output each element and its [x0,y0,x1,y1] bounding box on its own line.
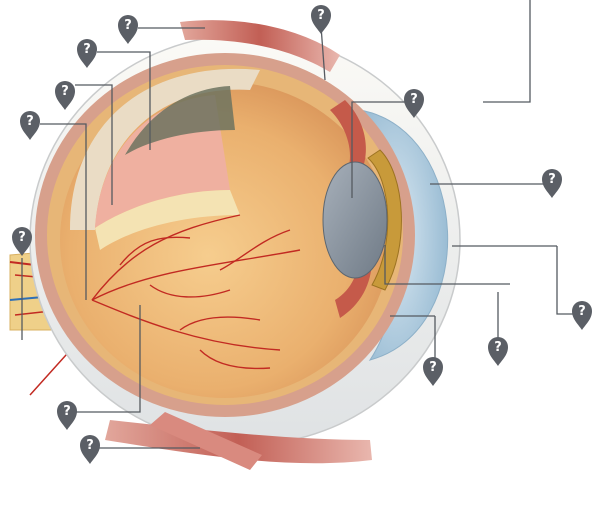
question-mark-glyph: ? [26,114,34,129]
retinal-vessels [91,214,301,370]
question-mark-glyph: ? [317,8,325,23]
question-mark-glyph: ? [83,42,91,57]
question-pin-icon[interactable]: ? [404,89,424,118]
question-pin-icon[interactable]: ? [57,401,77,430]
question-pin-icon[interactable]: ? [20,111,40,140]
question-mark-glyph: ? [410,92,418,107]
map-pin-icon [77,39,97,68]
cutaway-retina-layer [95,190,240,250]
question-pin-icon[interactable]: ? [311,5,331,34]
map-pin-icon [80,435,100,464]
map-pin-icon [55,81,75,110]
map-pin-icon [404,89,424,118]
lens [322,161,388,279]
question-mark-glyph: ? [124,18,132,33]
question-mark-glyph: ? [578,304,586,319]
superior-muscle [180,20,340,73]
ciliary-body [330,100,366,175]
question-mark-glyph: ? [18,230,26,245]
cutaway-sclera-layer [70,68,260,230]
question-mark-glyph: ? [548,172,556,187]
question-pin-icon[interactable]: ? [488,337,508,366]
map-pin-icon [118,15,138,44]
question-mark-glyph: ? [494,340,502,355]
map-pin-icon [488,337,508,366]
map-pin-icon [57,401,77,430]
pin-layer: ????????????? [12,5,592,464]
question-pin-icon[interactable]: ? [77,39,97,68]
map-pin-icon [20,111,40,140]
map-pin-icon [542,169,562,198]
map-pin-icon [311,5,331,34]
map-pin-icon [12,227,32,256]
question-mark-glyph: ? [61,84,69,99]
question-pin-icon[interactable]: ? [80,435,100,464]
leader-lines [21,0,575,449]
map-pin-icon [572,301,592,330]
question-pin-icon[interactable]: ? [55,81,75,110]
question-mark-glyph: ? [86,438,94,453]
cutaway-dark-layer [125,86,235,155]
question-pin-icon[interactable]: ? [118,15,138,44]
question-pin-icon[interactable]: ? [12,227,32,256]
question-pin-icon[interactable]: ? [572,301,592,330]
oblique-muscle [150,412,262,470]
map-pin-icon [423,357,443,386]
question-pin-icon[interactable]: ? [542,169,562,198]
question-mark-glyph: ? [429,360,437,375]
question-mark-glyph: ? [63,404,71,419]
iris [367,149,402,291]
question-pin-icon[interactable]: ? [423,357,443,386]
